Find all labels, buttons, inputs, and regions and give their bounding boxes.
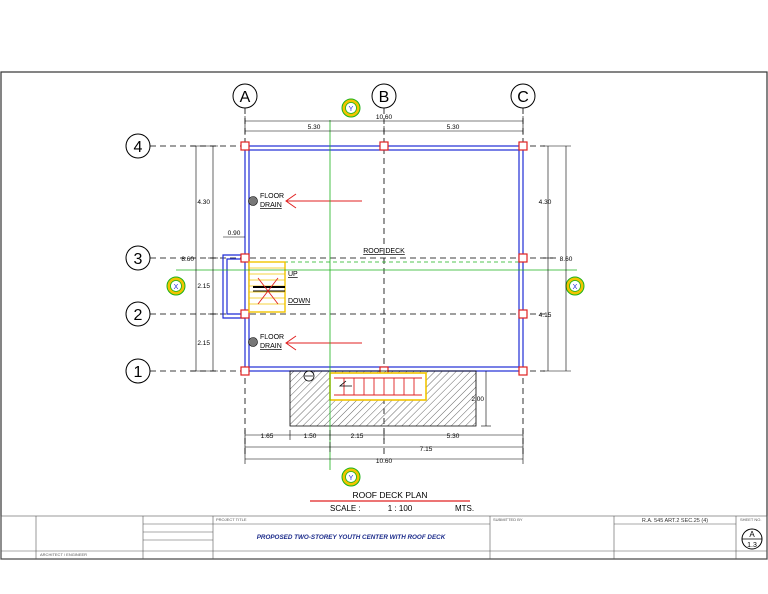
section-marker-top: Y	[341, 98, 361, 118]
grid-bubble-1: 1	[125, 358, 151, 384]
stair	[248, 261, 286, 313]
grid-label-3: 3	[134, 251, 143, 268]
dim-bottom-sub: 7.15	[420, 446, 433, 453]
dim-left-total: 8.60	[181, 256, 194, 263]
dim-right-lower: 4.15	[539, 312, 552, 319]
titleblock-project-label: PROJECT TITLE	[216, 517, 247, 522]
title-block	[0, 515, 768, 560]
dim-bottom-3: 2.15	[351, 433, 364, 440]
dim-left-mid: 2.15	[197, 283, 210, 290]
dim-ramp-depth: 2.00	[471, 396, 484, 403]
grid-label-b: B	[379, 89, 390, 106]
dim-top-left: 5.30	[308, 124, 321, 131]
floor-drain-lower	[248, 335, 362, 351]
sheet-letter: A	[749, 530, 755, 539]
floor-drain-lower-label-2: DRAIN	[260, 343, 282, 350]
scale-unit: MTS.	[455, 504, 474, 513]
dimension-lines	[191, 116, 571, 464]
grid-bubble-a: A	[232, 83, 258, 109]
floor-drain-upper-label-2: DRAIN	[260, 202, 282, 209]
titleblock-sheet-label: SHEET NO.	[740, 517, 762, 522]
dim-bottom-2: 1.50	[304, 433, 317, 440]
dim-bottom-4: 5.30	[447, 433, 460, 440]
grid-label-2: 2	[134, 307, 143, 324]
dim-top-total: 10.60	[376, 114, 393, 121]
scale-label: SCALE :	[330, 504, 361, 513]
sheet-number-badge: A 1.3	[741, 528, 763, 550]
roof-deck-label: ROOF DECK	[363, 248, 405, 255]
dim-right-total: 8.60	[560, 256, 573, 263]
dim-bottom-1: 1.65	[261, 433, 274, 440]
titleblock-submitted-label: SUBMITTED BY	[493, 517, 523, 522]
titleblock-architect: ARCHITECT / ENGINEER	[40, 552, 87, 557]
elevation-marker-left: X	[166, 276, 186, 296]
grid-label-a: A	[240, 89, 251, 106]
grid-bubble-2: 2	[125, 301, 151, 327]
section-marker-bottom-label: Y	[349, 475, 354, 482]
grid-bubble-b: B	[371, 83, 397, 109]
grid-label-4: 4	[134, 139, 143, 156]
grid-label-c: C	[517, 89, 529, 106]
section-marker-bottom: Y	[341, 467, 361, 487]
scale-value: 1 : 100	[388, 504, 413, 513]
floor-drain-upper	[248, 193, 362, 209]
grid-bubble-4: 4	[125, 133, 151, 159]
section-marker-top-label: Y	[349, 106, 354, 113]
stair-wall	[222, 254, 245, 319]
dim-left-upper: 4.30	[197, 199, 210, 206]
dim-left-lower: 2.15	[197, 340, 210, 347]
grid-bubble-3: 3	[125, 245, 151, 271]
dim-right-upper: 4.30	[539, 199, 552, 206]
sheet-number: 1.3	[747, 542, 757, 549]
stair-down-label: DOWN	[288, 298, 310, 305]
dim-bottom-total: 10.60	[376, 458, 393, 465]
elevation-marker-right-label: X	[573, 284, 578, 291]
floor-drain-lower-label-1: FLOOR	[260, 334, 284, 341]
dim-top-right: 5.30	[447, 124, 460, 131]
titleblock-law: R.A. 545 ART.2 SEC.25 (4)	[642, 518, 708, 524]
elevation-marker-left-label: X	[174, 284, 179, 291]
floor-drain-upper-label-1: FLOOR	[260, 193, 284, 200]
elevation-marker-right: X	[565, 276, 585, 296]
lower-roof-canopy	[289, 370, 477, 427]
stair-up-label: UP	[288, 271, 298, 278]
drawing-title: ROOF DECK PLAN	[352, 490, 427, 500]
dim-stair-width: 0.90	[228, 230, 241, 237]
grid-label-1: 1	[134, 364, 143, 381]
titleblock-project-title: PROPOSED TWO-STOREY YOUTH CENTER WITH RO…	[257, 534, 446, 541]
grid-bubble-c: C	[510, 83, 536, 109]
